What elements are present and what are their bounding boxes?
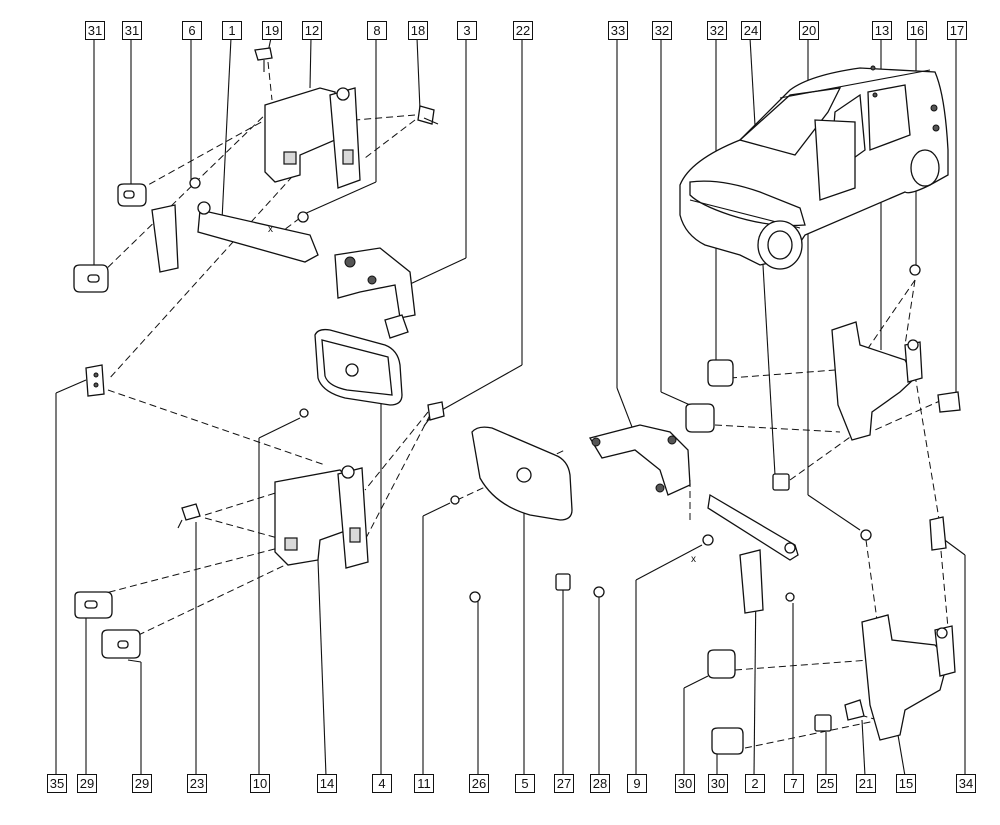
callout-33: 33 xyxy=(608,21,628,40)
callout-5: 5 xyxy=(515,774,535,793)
callout-28: 28 xyxy=(590,774,610,793)
callout-22: 22 xyxy=(513,21,533,40)
lower-hinge-assembly xyxy=(177,401,460,569)
callout-4: 4 xyxy=(372,774,392,793)
callout-2: 2 xyxy=(745,774,765,793)
callout-34: 34 xyxy=(956,774,976,793)
small-fasteners xyxy=(469,473,832,732)
callout-15: 15 xyxy=(896,774,916,793)
callout-24: 24 xyxy=(741,21,761,40)
callout-29-left: 29 xyxy=(77,774,97,793)
axis-mark-x-lower: x xyxy=(691,554,696,565)
callout-14: 14 xyxy=(317,774,337,793)
callout-21: 21 xyxy=(856,774,876,793)
callout-6: 6 xyxy=(182,21,202,40)
callout-26: 26 xyxy=(469,774,489,793)
callout-8: 8 xyxy=(367,21,387,40)
callout-13: 13 xyxy=(872,21,892,40)
callout-11: 11 xyxy=(414,774,434,793)
door-check xyxy=(334,247,416,339)
check-strap-bracket xyxy=(151,177,319,273)
van-icon xyxy=(679,65,949,270)
callout-27: 27 xyxy=(554,774,574,793)
callout-12: 12 xyxy=(302,21,322,40)
callout-30-left: 30 xyxy=(675,774,695,793)
trim-pads xyxy=(73,183,744,755)
callout-1: 1 xyxy=(222,21,242,40)
callout-10: 10 xyxy=(250,774,270,793)
plug-clip xyxy=(85,364,105,397)
cover-pads xyxy=(314,328,573,521)
callout-16: 16 xyxy=(907,21,927,40)
callout-30-right: 30 xyxy=(708,774,728,793)
callout-31-left: 31 xyxy=(85,21,105,40)
callout-23: 23 xyxy=(187,774,207,793)
callout-25: 25 xyxy=(817,774,837,793)
callout-3: 3 xyxy=(457,21,477,40)
callout-32-right: 32 xyxy=(707,21,727,40)
callout-35: 35 xyxy=(47,774,67,793)
door-check-middle xyxy=(588,424,799,614)
callout-9: 9 xyxy=(627,774,647,793)
callout-31-right: 31 xyxy=(122,21,142,40)
axis-mark-x-upper: x xyxy=(268,224,273,235)
right-lower-hinge xyxy=(844,516,956,741)
right-upper-hinge xyxy=(831,264,961,541)
callout-7: 7 xyxy=(784,774,804,793)
callout-20: 20 xyxy=(799,21,819,40)
callout-29-right: 29 xyxy=(132,774,152,793)
callout-17: 17 xyxy=(947,21,967,40)
callout-32-left: 32 xyxy=(652,21,672,40)
callout-18: 18 xyxy=(408,21,428,40)
upper-hinge-assembly xyxy=(254,47,439,189)
callout-19: 19 xyxy=(262,21,282,40)
